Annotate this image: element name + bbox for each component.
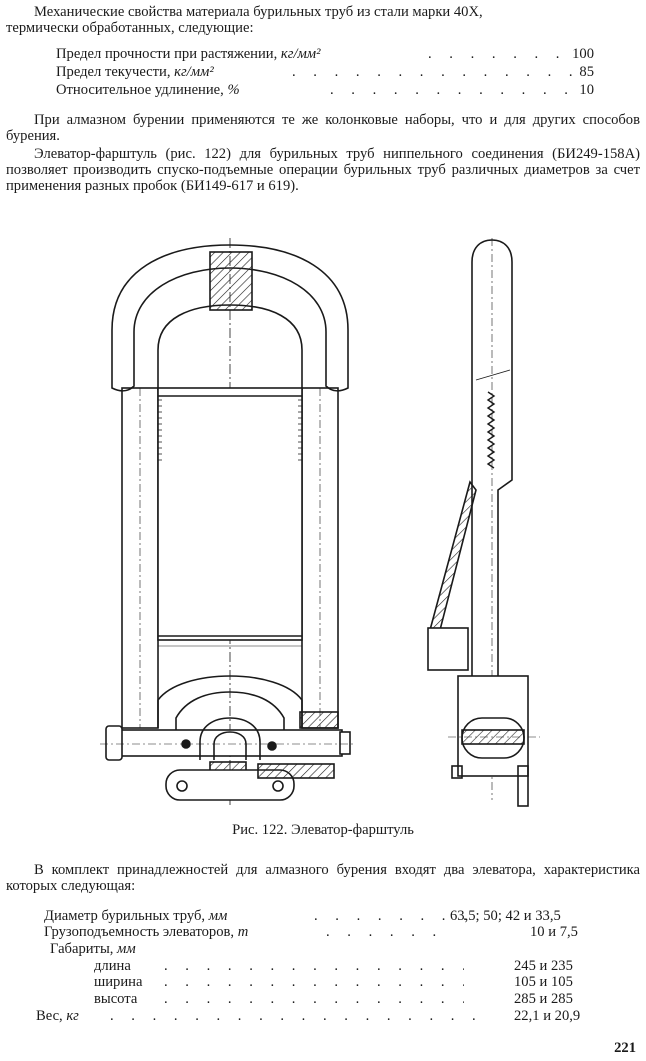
leader-dots: . . . . . . . . . . . . . . . . . .: [330, 82, 582, 98]
property-row: Предел текучести, кг/мм² . . . . . . . .…: [56, 64, 594, 80]
property-row: Предел прочности при растяжении, кг/мм² …: [56, 46, 594, 62]
leader-dots: . . . . . . . . . . . . . . . . . . . .: [164, 958, 464, 974]
spec-value: 285 и 285: [514, 991, 573, 1007]
property-value: 10: [579, 82, 594, 98]
leader-dots: . . . . . . . . . . . . . . . . . . . .: [164, 974, 464, 990]
spec-label: Диаметр бурильных труб, мм: [44, 908, 228, 924]
paragraph-1: При алмазном бурении применяются те же к…: [6, 112, 640, 144]
spec-row: Вес, кг . . . . . . . . . . . . . . . . …: [36, 1008, 596, 1024]
spec-label: Габариты, мм: [50, 941, 136, 957]
side-view: [427, 238, 540, 807]
property-label: Предел текучести, кг/мм²: [56, 64, 214, 80]
property-value: 100: [572, 46, 594, 62]
spec-row: Габариты, мм: [50, 941, 610, 957]
front-view: [100, 238, 354, 805]
property-label: Относительное удлинение, %: [56, 82, 240, 98]
page-number: 221: [614, 1040, 636, 1056]
spec-value: 22,1 и 20,9: [514, 1008, 581, 1024]
spec-value: 105 и 105: [514, 974, 573, 990]
intro-line-2: термически обработанных, следующие:: [6, 20, 254, 36]
spec-row: Диаметр бурильных труб, мм . . . . . . .…: [44, 908, 604, 924]
spec-label: Вес, кг: [36, 1008, 79, 1024]
paragraph-3: В комплект принадлежностей для алмазного…: [6, 862, 640, 894]
leader-dots: . . . . . . . . . . . . . . . . . . . .: [292, 64, 582, 80]
property-label: Предел прочности при растяжении, кг/мм²: [56, 46, 321, 62]
spec-row: ширина . . . . . . . . . . . . . . . . .…: [94, 974, 646, 990]
intro-line-1: Механические свойства материала бурильны…: [34, 4, 483, 20]
leader-dots: . . . . . . . . . . .: [428, 46, 574, 62]
leader-dots: . . . . . . . . . . .: [314, 908, 474, 924]
leader-dots: . . . . . . . . . . . . . . . . . . . .: [164, 991, 464, 1007]
figure-caption: Рис. 122. Элеватор-фарштуль: [232, 822, 414, 838]
spec-value: 63,5; 50; 42 и 33,5: [450, 908, 561, 924]
spec-label: ширина: [94, 974, 143, 990]
leader-dots: . . . . . . . . .: [326, 924, 450, 940]
property-value: 85: [579, 64, 594, 80]
spec-row: Грузоподъемность элеваторов, т . . . . .…: [44, 924, 604, 940]
spec-row: длина . . . . . . . . . . . . . . . . . …: [94, 958, 646, 974]
spec-label: высота: [94, 991, 138, 1007]
leader-dots: . . . . . . . . . . . . . . . . . . . . …: [110, 1008, 490, 1024]
spec-value: 245 и 235: [514, 958, 573, 974]
spec-value: 10 и 7,5: [530, 924, 578, 940]
property-row: Относительное удлинение, % . . . . . . .…: [56, 82, 594, 98]
paragraph-2: Элеватор-фарштуль (рис. 122) для бурильн…: [6, 146, 640, 194]
spec-label: длина: [94, 958, 131, 974]
spec-row: высота . . . . . . . . . . . . . . . . .…: [94, 991, 646, 1007]
spec-label: Грузоподъемность элеваторов, т: [44, 924, 249, 940]
